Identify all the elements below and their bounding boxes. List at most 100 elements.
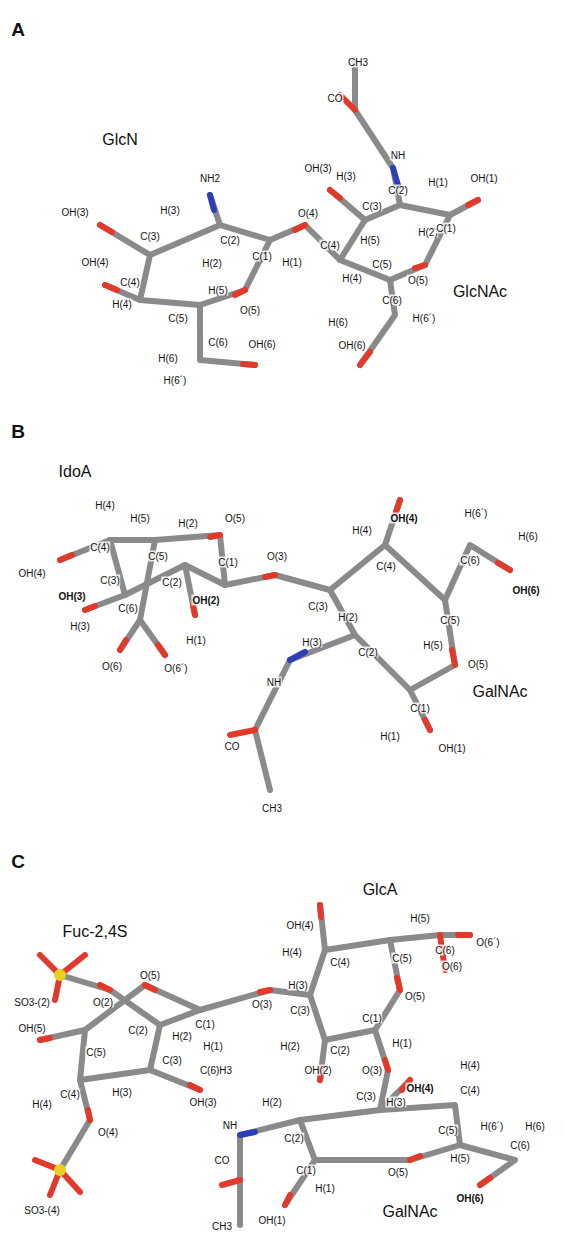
atom-label: H(2): [201, 258, 222, 269]
atom-label: H(4): [111, 299, 132, 310]
atom-label: C(5): [167, 313, 188, 324]
atom-label: C(2): [219, 235, 240, 246]
atom-label: C(4): [375, 561, 396, 572]
atom-label: C(1): [217, 557, 238, 568]
atom-label: OH(3): [188, 1097, 217, 1108]
atom-label: CO: [214, 1155, 231, 1166]
atom-label: C(2): [357, 647, 378, 658]
atom-label: C(6): [117, 603, 138, 614]
atom-label: C(4): [119, 277, 140, 288]
atom-label: C(4): [319, 240, 340, 251]
atom-label: OH(4): [285, 920, 314, 931]
residue-name: IdoA: [58, 463, 93, 481]
atom-label: C(6): [381, 295, 402, 306]
atom-label: C(2): [329, 1045, 350, 1056]
atom-label: C(5): [391, 953, 412, 964]
atom-label: NH: [222, 1120, 238, 1131]
atom-label: H(2): [261, 1097, 282, 1108]
atom-label: C(2): [161, 577, 182, 588]
atom-label: OH(6): [455, 1193, 484, 1204]
atom-label: H(3): [287, 980, 308, 991]
atom-label: C(4): [459, 1085, 480, 1096]
atom-label: O(3): [251, 999, 273, 1010]
atom-label: OH(4): [389, 513, 418, 524]
atom-label: SO3-(2): [13, 997, 51, 1008]
atom-label: CO: [224, 741, 241, 752]
atom-label: C(5): [439, 615, 460, 626]
atom-label: C(6)H3: [199, 1065, 233, 1076]
atom-label: C(5): [147, 551, 168, 562]
atom-label: CH3: [347, 57, 369, 68]
atom-label: O(3): [266, 551, 288, 562]
atom-label: O(5): [467, 659, 489, 670]
residue-name: GalNAc: [471, 683, 528, 701]
atom-label: OH(2): [303, 1065, 332, 1076]
atom-label: C(1): [361, 1013, 382, 1024]
atom-label: H(6´): [480, 1121, 505, 1132]
atom-label: H(5): [422, 640, 443, 651]
atom-label: OH(6): [511, 585, 540, 596]
atom-label: C(5): [437, 1125, 458, 1136]
atom-label: O(6´): [163, 663, 188, 674]
atom-label: OH(1): [257, 1215, 286, 1226]
atom-label: CH3: [261, 803, 283, 814]
atom-label: OH(4): [405, 1083, 434, 1094]
atom-label: O(4): [297, 208, 319, 219]
atom-label: OH(6): [337, 340, 366, 351]
atom-label: C(6): [207, 337, 228, 348]
residue-name: GalNAc: [381, 1203, 438, 1221]
atom-label: OH(6): [247, 339, 276, 350]
atom-label: C(3): [139, 231, 160, 242]
atom-label: OH(3): [60, 207, 89, 218]
atom-label: H(3): [335, 171, 356, 182]
atom-label: H(4): [281, 947, 302, 958]
atom-label: C(5): [85, 1047, 106, 1058]
atom-label: O(6´): [475, 937, 500, 948]
atom-label: C(3): [289, 1005, 310, 1016]
atom-label: C(3): [355, 1091, 376, 1102]
atom-label: O(2): [92, 997, 114, 1008]
atom-label: H(1): [202, 1041, 223, 1052]
atom-label: OH(4): [80, 257, 109, 268]
atom-label: C(1): [435, 223, 456, 234]
atom-label: H(4): [459, 1060, 480, 1071]
atom-label: C(2): [127, 1025, 148, 1036]
atom-label: H(2): [279, 1041, 300, 1052]
atom-label: H(2): [177, 518, 198, 529]
atom-label: OH(2): [191, 595, 220, 606]
atom-label: NH: [266, 677, 282, 688]
residue-name: GlcN: [101, 131, 139, 149]
atom-label: H(1): [185, 635, 206, 646]
atom-label: H(1): [427, 177, 448, 188]
atom-label: H(3): [69, 621, 90, 632]
atom-label: H(5): [449, 1153, 470, 1164]
atom-label: CO: [327, 93, 344, 104]
atom-label: O(5): [139, 970, 161, 981]
atom-label: C(3): [161, 1055, 182, 1066]
atom-label: H(4): [351, 525, 372, 536]
atom-label: C(2): [283, 1133, 304, 1144]
atom-label: C(1): [194, 1019, 215, 1030]
atom-label: H(4): [341, 273, 362, 284]
atom-label: O(5): [404, 991, 426, 1002]
atom-label: H(6´): [464, 508, 489, 519]
atom-label: O(6): [441, 961, 463, 972]
atom-label: H(6): [327, 317, 348, 328]
atom-label: NH: [390, 150, 406, 161]
atom-label: O(4): [97, 1127, 119, 1138]
atom-label: C(4): [329, 957, 350, 968]
panel-letter: A: [10, 20, 26, 41]
atom-label: OH(3): [57, 591, 86, 602]
atom-label: H(5): [129, 513, 150, 524]
atom-label: C(6): [509, 1140, 530, 1151]
atom-label: C(1): [295, 1165, 316, 1176]
atom-label: OH(4): [17, 568, 46, 579]
atom-label: SO3-(4): [23, 1205, 61, 1216]
atom-label: C(3): [99, 575, 120, 586]
atom-label: C(6): [434, 945, 455, 956]
atom-label: OH(1): [469, 173, 498, 184]
atom-label: C(4): [89, 542, 110, 553]
atom-label: H(5): [359, 235, 380, 246]
residue-name: Fuc-2,4S: [62, 923, 129, 941]
atom-label: H(2): [171, 1031, 192, 1042]
